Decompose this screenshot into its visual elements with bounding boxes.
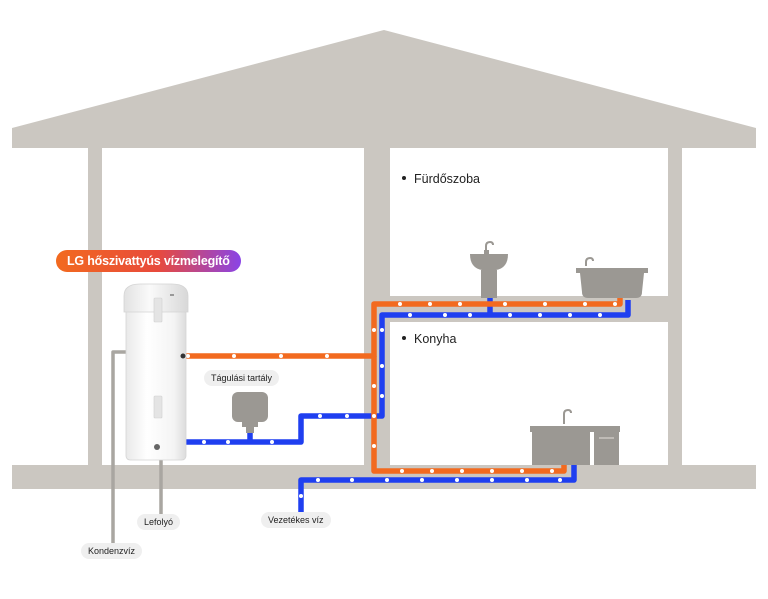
hot-water-pipes — [186, 298, 623, 474]
roof — [12, 30, 756, 148]
bullet-icon — [402, 335, 406, 340]
hot-supply-line — [186, 298, 623, 359]
expansion-tank-label: Tágulási tartály — [204, 370, 280, 386]
outer-wall-right — [668, 148, 682, 468]
product-title-badge: LG hőszivattyús vízmelegítő — [56, 250, 241, 272]
kitchen-sink-icon — [530, 408, 620, 465]
mains-water-label: Vezetékes víz — [261, 512, 331, 528]
heat-pump-water-heater-icon — [123, 283, 189, 461]
drain-label: Lefolyó — [137, 514, 181, 530]
hot-kitchen-line — [371, 356, 567, 474]
room-label-bathroom-text: Fürdőszoba — [414, 172, 481, 186]
room-label-kitchen: Konyha — [402, 332, 456, 346]
condensate-label: Kondenzvíz — [81, 543, 143, 559]
pipe-dots — [186, 302, 617, 498]
bullet-icon — [402, 175, 406, 180]
washbasin-icon — [470, 240, 508, 298]
cold-supply-line — [186, 300, 631, 445]
bathtub-icon — [576, 256, 648, 298]
room-label-kitchen-text: Konyha — [414, 332, 457, 346]
condensate-pipe — [111, 350, 128, 548]
inner-wall — [364, 148, 390, 468]
room-label-bathroom: Fürdőszoba — [402, 172, 480, 186]
expansion-tank-icon — [232, 392, 268, 433]
outer-wall-left — [88, 148, 102, 468]
drain-pipes — [111, 350, 163, 548]
